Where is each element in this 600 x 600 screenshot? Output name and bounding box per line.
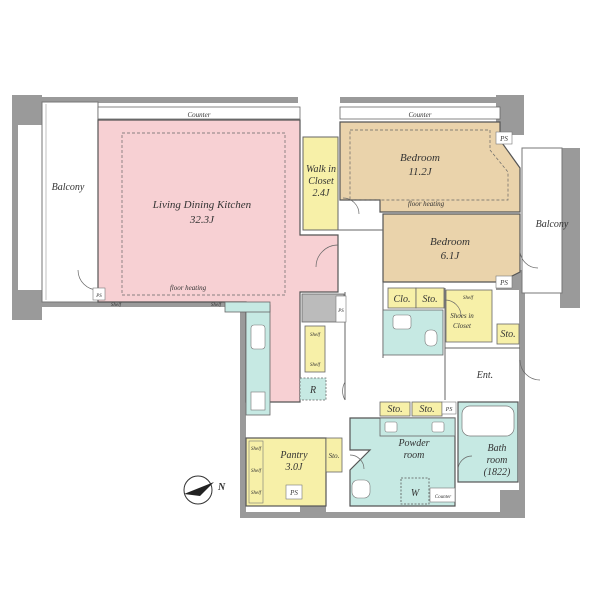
- label-ldk-name: Living Dining Kitchen: [152, 199, 252, 211]
- counter-top: [224, 301, 271, 313]
- counter-powder: [429, 487, 456, 503]
- label-walkin-size: 2.4J: [313, 188, 331, 199]
- basin-2: [431, 421, 445, 433]
- label-sto-2: Sto.: [500, 329, 515, 340]
- label-bedroom2-size: 6.1J: [441, 250, 461, 262]
- label-shelf-4: Shelf: [310, 363, 321, 368]
- label-floor-heating-bedroom: floor heating: [408, 200, 445, 208]
- label-shelf-8: Shelf: [251, 491, 262, 496]
- storage-2: [379, 401, 411, 417]
- north-arrow: N: [183, 475, 226, 505]
- label-pantry-name: Pantry: [279, 450, 308, 461]
- label-bath-size: (1822): [484, 467, 511, 478]
- balcony-right: [521, 147, 563, 294]
- label-bath-1: Bath: [488, 443, 507, 454]
- label-walkin-1: Walk in: [306, 164, 336, 175]
- label-shelf-7: Shelf: [251, 469, 262, 474]
- label-sto-4: Sto.: [419, 404, 434, 415]
- fridge: [299, 377, 327, 401]
- label-ps-4: PS: [289, 489, 298, 497]
- balcony-left: [41, 101, 99, 303]
- label-shoes-2: Closet: [453, 322, 472, 330]
- label-ps-1: PS: [95, 294, 102, 299]
- walk-in-closet: [302, 136, 339, 231]
- storage-1: [415, 287, 445, 309]
- sink: [250, 324, 266, 350]
- label-bath-2: room: [487, 455, 508, 466]
- label-washer: W: [411, 488, 421, 499]
- label-shelf-1: Shelf: [111, 303, 122, 308]
- label-floor-heating-ldk: floor heating: [170, 284, 207, 292]
- bedroom-small: [382, 213, 521, 283]
- counter-ldk: [97, 106, 301, 120]
- toilet-small: [424, 329, 438, 347]
- label-powder-2: room: [404, 450, 425, 461]
- label-clo: Clo.: [394, 294, 411, 305]
- pantry-shelves: [248, 440, 264, 504]
- floor-heating-area-ldk: [121, 132, 286, 296]
- basin-1: [384, 421, 398, 433]
- shelf-column: [304, 325, 326, 373]
- label-bedroom1-name: Bedroom: [400, 152, 440, 164]
- label-shelf-6: Shelf: [251, 447, 262, 452]
- label-sto-3: Sto.: [387, 404, 402, 415]
- bathtub: [461, 405, 515, 437]
- label-counter-bedroom: Counter: [409, 111, 432, 119]
- storage-pantry: [325, 437, 343, 473]
- label-walkin-2: Closet: [308, 176, 334, 187]
- living-dining-kitchen: [97, 119, 339, 403]
- toilet-powder: [351, 479, 371, 499]
- label-ps-6: PS: [337, 309, 344, 314]
- label-entrance: Ent.: [476, 370, 493, 381]
- washer-space: [400, 477, 430, 505]
- label-counter-powder: Counter: [435, 495, 451, 500]
- ps-boxes: [92, 131, 513, 500]
- label-bedroom2-name: Bedroom: [430, 236, 470, 248]
- doors: [77, 197, 541, 471]
- label-powder-1: Powder: [397, 438, 429, 449]
- svg-text:N: N: [217, 482, 226, 493]
- stove: [250, 391, 266, 411]
- label-balcony-right: Balcony: [536, 219, 569, 230]
- counter-bedroom: [339, 106, 501, 120]
- label-ps-2: PS: [499, 135, 508, 143]
- shoes-in-closet: [445, 289, 493, 343]
- storage-entrance: [496, 323, 520, 345]
- label-bedroom1-size: 11.2J: [408, 166, 432, 178]
- wash-basin: [392, 314, 412, 330]
- label-balcony-left: Balcony: [52, 182, 85, 193]
- label-sto-1: Sto.: [422, 294, 437, 305]
- label-counter-ldk: Counter: [188, 111, 211, 119]
- label-ps-5: PS: [445, 407, 453, 413]
- label-sto-5: Sto.: [329, 452, 340, 460]
- label-ps-3: PS: [499, 279, 508, 287]
- label-shelf-5: Shelf: [463, 296, 474, 301]
- label-shelf-2: Shelf: [211, 303, 222, 308]
- label-shelf-3: Shelf: [310, 333, 321, 338]
- floor-heating-area-bedroom: [349, 129, 509, 201]
- label-ldk-size: 32.3J: [189, 214, 215, 226]
- label-pantry-size: 3.0J: [285, 462, 304, 473]
- label-fridge: R: [309, 385, 316, 396]
- label-shoes-1: Shoes in: [450, 312, 474, 320]
